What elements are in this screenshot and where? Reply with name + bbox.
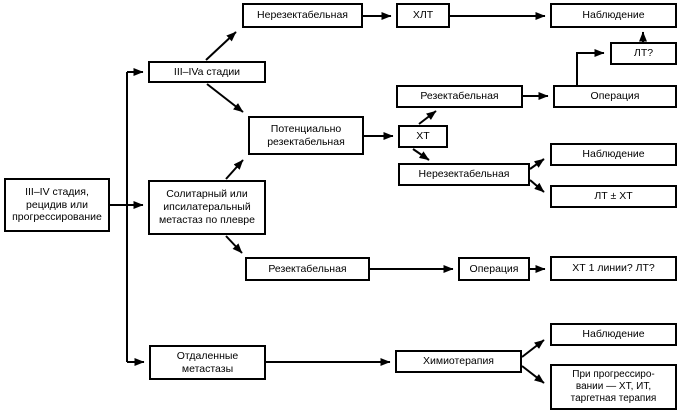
node-chemotherapy: Химиотерапия (395, 350, 522, 373)
node-unresectable-mid: Нерезектабельная (398, 163, 530, 186)
node-operation-bottom: Операция (458, 257, 530, 281)
node-operation-mid: Операция (553, 85, 677, 108)
node-unresectable-top: Нерезектабельная (242, 3, 363, 28)
node-chemo-first-line-rt: ХТ 1 линии? ЛТ? (550, 256, 677, 281)
node-potentially-resectable: Потенциально резектабельная (248, 116, 364, 155)
node-solitary-pleural-metastasis: Солитарный или ипсилатеральный метастаз … (148, 180, 266, 235)
node-chemoradiotherapy: ХЛТ (396, 3, 450, 28)
node-stage-3-4-recurrence: III–IV стадия, рецидив или прогрессирова… (4, 178, 110, 232)
node-observation-bottom: Наблюдение (550, 323, 677, 346)
node-radiotherapy-question: ЛТ? (610, 42, 677, 65)
node-chemotherapy-xt: ХТ (398, 125, 448, 148)
node-progression-therapy: При прогрессиро- вании — ХТ, ИТ, таргетн… (550, 364, 677, 410)
node-observation-mid: Наблюдение (550, 143, 677, 166)
node-stage-3-4a: III–IVa стадии (148, 61, 266, 83)
node-rt-plus-minus-chemo: ЛТ ± ХТ (550, 185, 677, 208)
node-resectable-mid: Резектабельная (396, 85, 523, 108)
node-resectable-bottom: Резектабельная (245, 257, 370, 281)
node-observation-top: Наблюдение (550, 3, 677, 28)
node-distant-metastases: Отдаленные метастазы (149, 345, 266, 380)
